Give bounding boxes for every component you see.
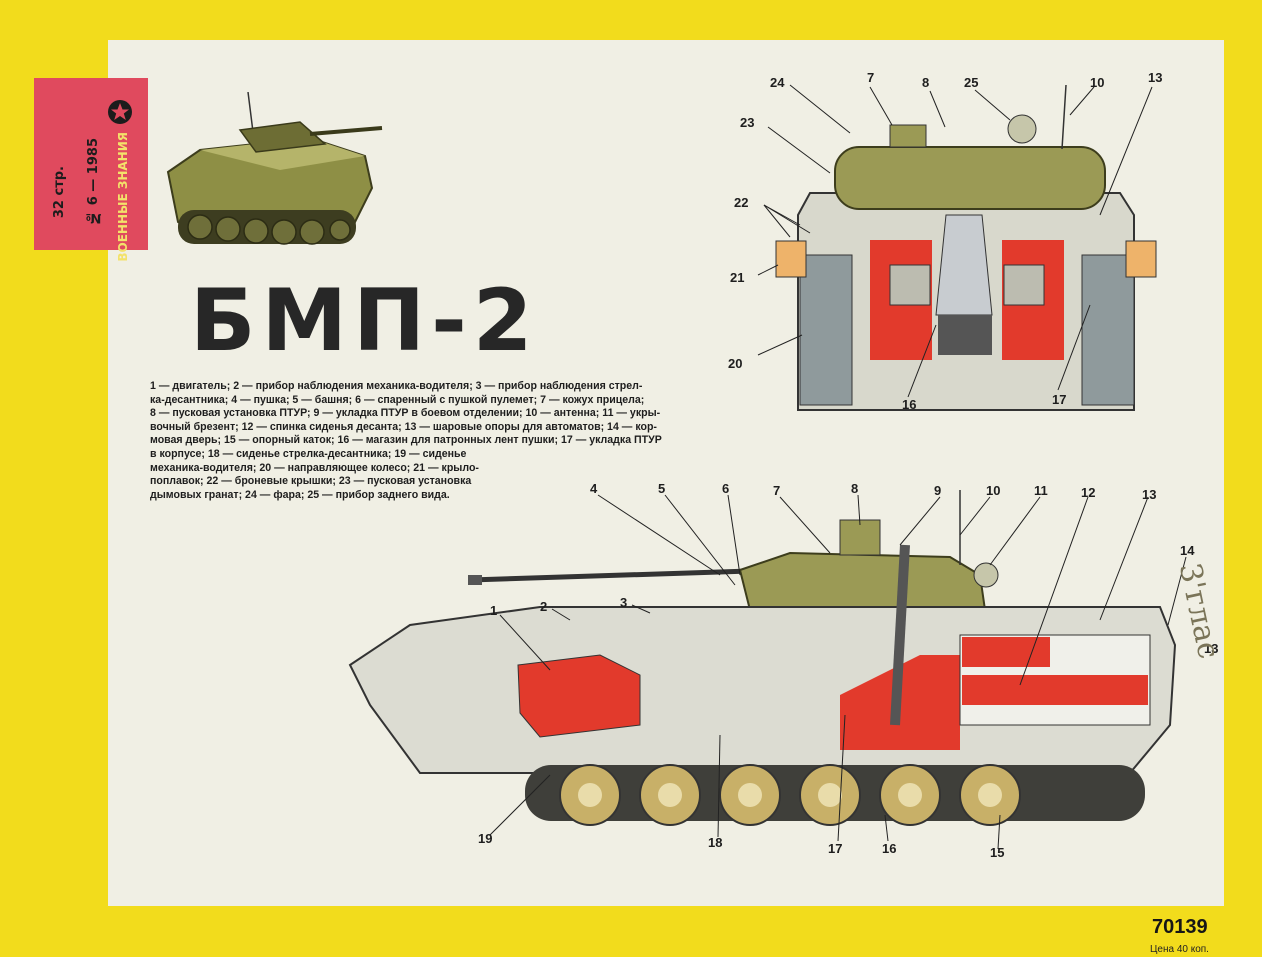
- rear-label-16: 16: [902, 397, 916, 412]
- side-label-3: 3: [620, 595, 627, 610]
- parts-legend: 1 — двигатель; 2 — прибор наблюдения мех…: [150, 380, 790, 502]
- legend-line: 1 — двигатель; 2 — прибор наблюдения мех…: [150, 380, 643, 392]
- rear-section-diagram: 24 7 8 25 10 13 23 22 21 20 16 17: [728, 70, 1162, 412]
- side-label-4: 4: [590, 481, 598, 496]
- stamp-issue: № 6 — 1985: [86, 138, 101, 225]
- side-label-12: 12: [1081, 485, 1095, 500]
- legend-line: в корпусе; 18 — сиденье стрелка-десантни…: [150, 447, 467, 460]
- stamp-pages: 32 стр.: [52, 166, 67, 219]
- side-label-9: 9: [934, 483, 941, 498]
- side-label-8: 8: [851, 481, 858, 496]
- side-label-14: 14: [1180, 543, 1195, 558]
- legend-line: механика-водителя; 20 — направляющее кол…: [150, 461, 479, 474]
- legend-line: 8 — пусковая установка ПТУР; 9 — укладка…: [150, 407, 661, 420]
- page-title: БМП-2: [190, 271, 539, 371]
- side-label-5: 5: [658, 481, 665, 496]
- rear-label-25: 25: [964, 75, 978, 90]
- side-cutaway-diagram: 4 5 6 7 8 9 10 11 12 13 14 13 1 2 3 19 1…: [348, 481, 1218, 860]
- catalog-code: 70139: [1152, 916, 1208, 938]
- rear-label-22: 22: [734, 195, 748, 210]
- red-star-icon: [108, 100, 132, 124]
- rear-label-23: 23: [740, 115, 754, 130]
- side-label-7: 7: [773, 483, 780, 498]
- side-label-1: 1: [490, 603, 497, 618]
- side-label-2: 2: [540, 599, 547, 614]
- side-label-13b: 13: [1204, 641, 1218, 656]
- rear-label-13: 13: [1148, 70, 1162, 85]
- side-label-6: 6: [722, 481, 729, 496]
- rear-label-20: 20: [728, 356, 742, 371]
- side-label-16: 16: [882, 841, 896, 856]
- side-label-10: 10: [986, 483, 1000, 498]
- rear-label-8: 8: [922, 75, 929, 90]
- magazine-stamp: ВОЕННЫЕ ЗНАНИЯ № 6 — 1985 32 стр.: [34, 78, 148, 262]
- stamp-magazine-name: ВОЕННЫЕ ЗНАНИЯ: [116, 132, 130, 262]
- rear-label-10: 10: [1090, 75, 1104, 90]
- side-label-18: 18: [708, 835, 722, 850]
- price: Цена 40 коп.: [1150, 944, 1209, 955]
- legend-line: поплавок; 22 — броневые крышки; 23 — пус…: [150, 475, 472, 488]
- side-label-17: 17: [828, 841, 842, 856]
- rear-label-21: 21: [730, 270, 744, 285]
- side-label-15: 15: [990, 845, 1004, 860]
- legend-line: мовая дверь; 15 — опорный каток; 16 — ма…: [150, 434, 662, 447]
- side-label-19: 19: [478, 831, 492, 846]
- rear-label-24: 24: [770, 75, 785, 90]
- legend-line: ка-десантника; 4 — пушка; 5 — башня; 6 —…: [150, 393, 645, 406]
- side-label-11: 11: [1034, 483, 1048, 498]
- rear-label-17: 17: [1052, 392, 1066, 407]
- rear-label-7: 7: [867, 70, 874, 85]
- legend-line: вочный брезент; 12 — спинка сиденья деса…: [150, 420, 657, 433]
- bmp2-exterior-illustration: [166, 92, 383, 245]
- legend-line: дымовых гранат; 24 — фара; 25 — прибор з…: [150, 488, 450, 501]
- side-label-13: 13: [1142, 487, 1156, 502]
